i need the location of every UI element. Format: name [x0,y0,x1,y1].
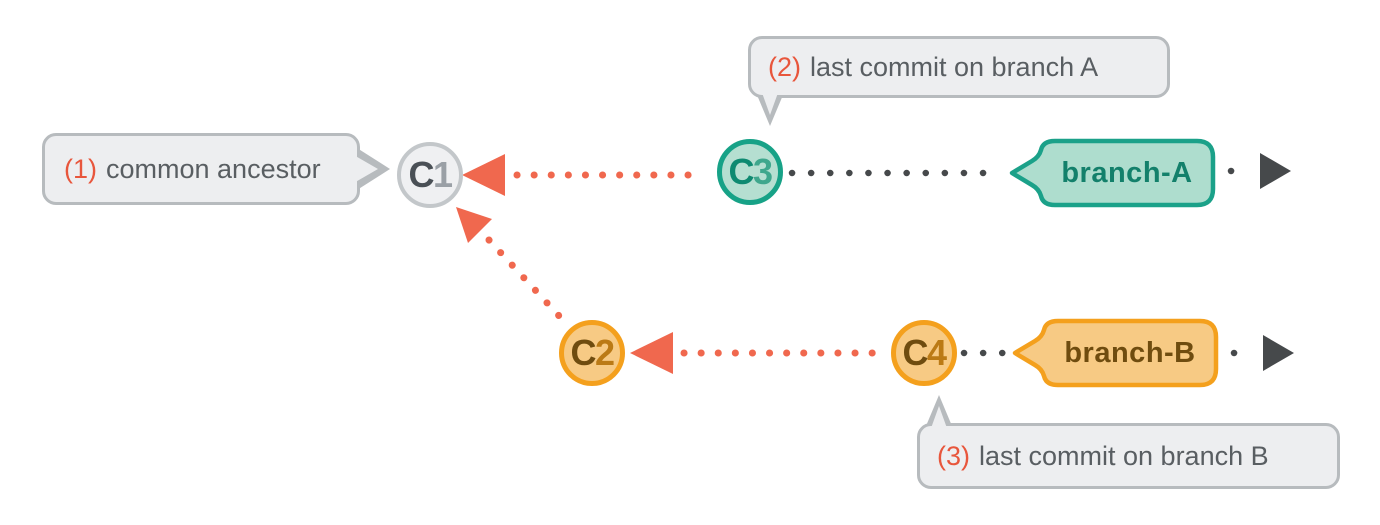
callout-number: (3) [937,440,970,471]
branch-tag-shape-icon [1012,318,1219,388]
branch-label: branch-B [1064,336,1196,369]
arrowhead-left-icon [630,332,673,374]
branch-label: branch-A [1061,156,1193,189]
commit-label-letter: C [728,151,754,192]
callout-text: common ancestor [106,153,321,184]
branch-tag-shape-icon [1009,138,1216,208]
callout-number: (2) [768,51,801,82]
commit-label-letter: C [902,332,928,373]
callout-text: last commit on branch A [810,51,1099,82]
commit-label-letter: C [408,154,434,195]
dotted-line-c2-to-c1 [485,236,565,322]
commit-label-letter: C [570,332,596,373]
arrowhead-left-icon [462,154,505,196]
branch-tag-branch-b: branch-B [1008,317,1220,389]
commit-label-digit: 4 [926,332,947,373]
callout-text: last commit on branch B [979,440,1269,471]
callout-last-commit-branch-a: (2) last commit on branch A [748,36,1170,126]
arrowhead-right-icon [1263,335,1294,371]
arrowhead-right-icon [1260,153,1291,189]
arrowhead-diagonal-icon [456,207,492,243]
callout-last-commit-branch-b: (3) last commit on branch B [917,395,1340,489]
commit-label-digit: 2 [594,332,615,373]
callout-common-ancestor: (1) common ancestor [42,133,390,205]
branch-tag-branch-a: branch-A [1005,137,1217,209]
commit-label-digit: 1 [432,154,453,195]
callout-number: (1) [64,153,97,184]
commit-label-digit: 3 [752,151,773,192]
